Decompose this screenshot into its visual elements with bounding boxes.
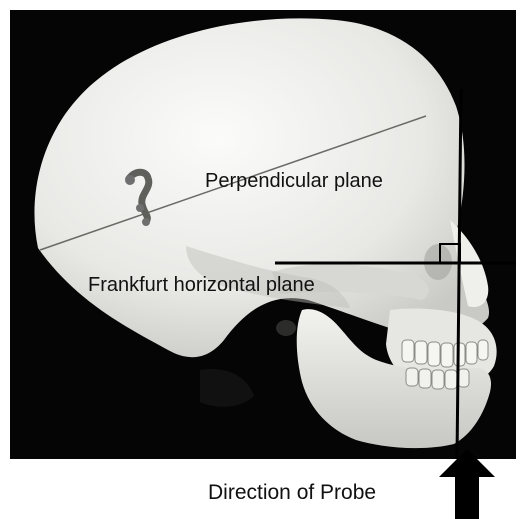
skull-illustration (10, 10, 516, 459)
frankfurt-horizontal-plane-label: Frankfurt horizontal plane (88, 273, 315, 297)
arrow-up-icon (437, 449, 497, 519)
skull-photograph (10, 10, 516, 459)
lower-teeth (406, 368, 469, 389)
ear-canal (276, 320, 296, 336)
perpendicular-plane-label: Perpendicular plane (205, 169, 383, 193)
direction-of-probe-label: Direction of Probe (208, 481, 376, 505)
